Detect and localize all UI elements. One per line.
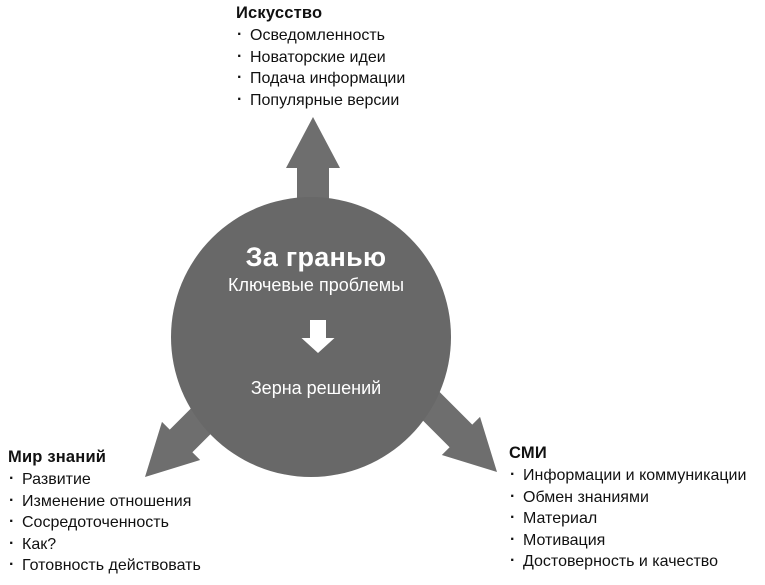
center-title: За гранью xyxy=(245,242,387,272)
inner-down-arrow-icon xyxy=(301,320,335,353)
list-item: Информации и коммуникации xyxy=(509,464,746,487)
list-item: Подача информации xyxy=(236,67,405,90)
list-item: Обмен знаниями xyxy=(509,486,746,509)
center-bottom-label: Зерна решений xyxy=(250,378,382,398)
list-item: Достоверность и качество xyxy=(509,550,746,573)
branch-top-list: Осведомленность Новаторские идеи Подача … xyxy=(236,24,405,112)
list-item: Изменение отношения xyxy=(8,490,201,513)
branch-left: Мир знаний Развитие Изменение отношения … xyxy=(8,447,201,577)
branch-top-title: Искусство xyxy=(236,4,323,22)
list-item: Материал xyxy=(509,507,746,530)
branch-right-title: СМИ xyxy=(509,444,547,462)
branch-left-title: Мир знаний xyxy=(8,448,107,466)
branch-right: СМИ Информации и коммуникации Обмен знан… xyxy=(509,443,746,573)
branch-right-list: Информации и коммуникации Обмен знаниями… xyxy=(509,464,746,573)
list-item: Готовность действовать xyxy=(8,554,201,577)
list-item: Как? xyxy=(8,533,201,556)
list-item: Сосредоточенность xyxy=(8,511,201,534)
list-item: Развитие xyxy=(8,468,201,491)
center-subtitle: Ключевые проблемы xyxy=(227,275,405,295)
list-item: Популярные версии xyxy=(236,89,405,112)
list-item: Новаторские идеи xyxy=(236,46,405,69)
branch-top: Искусство Осведомленность Новаторские ид… xyxy=(236,3,405,111)
branch-left-list: Развитие Изменение отношения Сосредоточе… xyxy=(8,468,201,577)
list-item: Осведомленность xyxy=(236,24,405,47)
list-item: Мотивация xyxy=(509,529,746,552)
